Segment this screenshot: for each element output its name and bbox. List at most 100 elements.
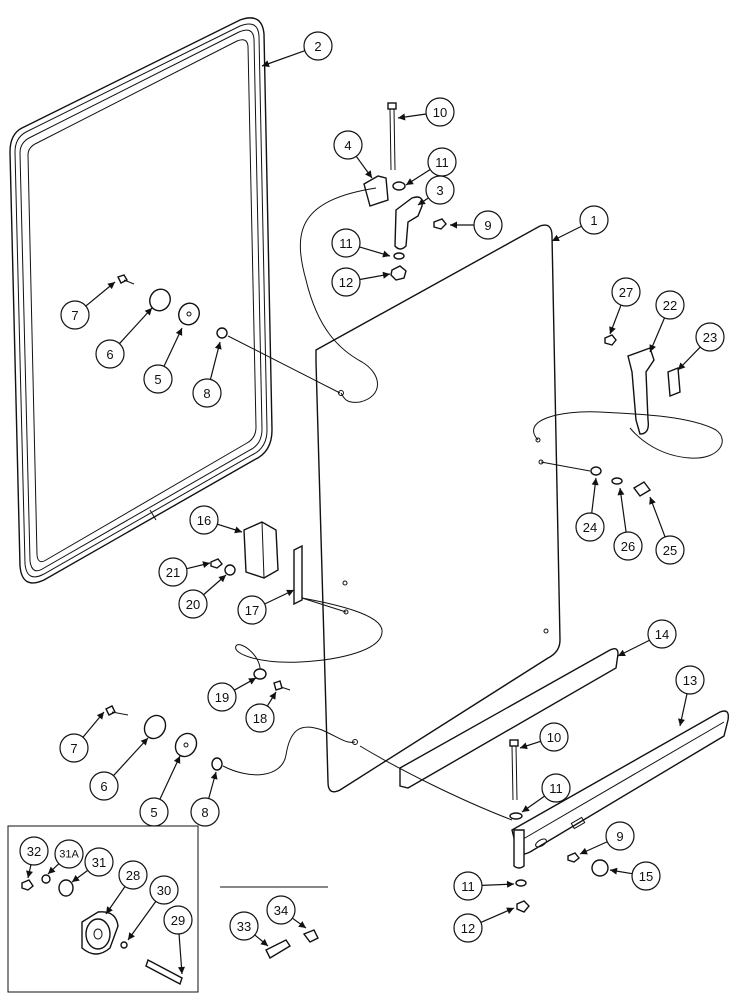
callout-leader xyxy=(619,487,627,533)
callout-arrowhead xyxy=(365,170,372,178)
callout-circle xyxy=(189,505,219,535)
callout-label: 11 xyxy=(461,879,475,894)
callout-arrowhead xyxy=(617,488,625,496)
callout-leader xyxy=(159,755,181,800)
callout-arrowhead xyxy=(262,60,270,67)
callout-label: 25 xyxy=(663,543,677,558)
callout-label: 29 xyxy=(171,913,185,928)
bolt-29 xyxy=(145,958,183,986)
callout-arrowhead xyxy=(144,308,152,316)
callout-arrowhead xyxy=(48,866,56,874)
callout-c15: 15 xyxy=(609,861,661,891)
callout-circle xyxy=(473,210,503,240)
callout-c24: 24 xyxy=(575,477,605,542)
washer-11-bottom xyxy=(515,879,527,887)
callout-circle xyxy=(54,839,84,869)
callout-label: 31A xyxy=(59,849,79,861)
callout-circle xyxy=(60,300,90,330)
callout-c34: 34 xyxy=(266,895,307,929)
callout-label: 7 xyxy=(70,741,77,756)
callout-arrowhead xyxy=(649,344,656,352)
callout-label: 30 xyxy=(157,883,171,898)
callout-arrowhead xyxy=(234,526,242,534)
callout-circle xyxy=(149,875,179,905)
callout-arrowhead xyxy=(406,178,414,185)
callout-label: 8 xyxy=(201,805,208,820)
callout-c11c: 11 xyxy=(521,773,571,813)
callout-arrowhead xyxy=(450,221,457,229)
callout-c9a: 9 xyxy=(450,210,503,240)
callout-circle xyxy=(541,773,571,803)
nut-9-top xyxy=(433,218,447,230)
callout-c8a: 8 xyxy=(192,341,222,408)
hinge-plate-4 xyxy=(363,175,389,207)
callout-label: 32 xyxy=(27,844,41,859)
callout-label: 11 xyxy=(435,155,449,170)
callout-arrowhead xyxy=(618,649,626,656)
callout-label: 26 xyxy=(621,539,635,554)
callout-arrowhead xyxy=(678,718,685,726)
callout-label: 12 xyxy=(339,275,353,290)
washer-6-upper xyxy=(149,288,171,312)
glass-door-panel xyxy=(315,224,561,793)
callout-arrowhead xyxy=(522,805,530,812)
callout-circle xyxy=(575,512,605,542)
callout-arrowhead xyxy=(269,692,276,700)
callout-arrowhead xyxy=(418,198,426,205)
callout-c7a: 7 xyxy=(60,281,116,330)
callout-circle xyxy=(59,733,89,763)
callout-arrowhead xyxy=(72,875,80,882)
callout-circle xyxy=(143,364,173,394)
callout-circle xyxy=(192,378,222,408)
callout-c31A: 31A xyxy=(47,839,84,875)
callout-arrowhead xyxy=(649,497,656,505)
callout-leader xyxy=(261,50,306,67)
bolt-25 xyxy=(632,481,652,497)
callout-label: 21 xyxy=(166,565,180,580)
callout-c7b: 7 xyxy=(59,711,105,763)
callout-circle xyxy=(245,703,275,733)
callout-c18: 18 xyxy=(245,691,277,733)
nut-32 xyxy=(21,879,34,891)
callout-c8b: 8 xyxy=(190,771,220,827)
nut-27 xyxy=(604,334,617,346)
callout-label: 6 xyxy=(106,347,113,362)
callout-label: 3 xyxy=(436,183,443,198)
callout-label: 22 xyxy=(663,298,677,313)
callout-c5a: 5 xyxy=(143,327,183,394)
callout-label: 11 xyxy=(339,236,353,251)
callout-arrowhead xyxy=(610,867,618,875)
screw-18 xyxy=(273,680,283,691)
callout-circle xyxy=(331,267,361,297)
callout-arrowhead xyxy=(506,880,514,888)
nut-12-top xyxy=(390,265,407,281)
callout-label: 24 xyxy=(583,520,597,535)
callout-c26: 26 xyxy=(613,487,643,561)
callout-c23: 23 xyxy=(677,322,725,371)
callout-arrowhead xyxy=(506,907,514,915)
callout-c14: 14 xyxy=(617,619,677,657)
callout-label: 9 xyxy=(616,829,623,844)
callout-circle xyxy=(95,339,125,369)
washer-6-lower xyxy=(143,714,167,740)
callout-label: 5 xyxy=(150,805,157,820)
callout-circle xyxy=(331,228,361,258)
callout-c10a: 10 xyxy=(397,97,455,127)
callout-circle xyxy=(19,836,49,866)
callout-label: 5 xyxy=(154,372,161,387)
callout-label: 23 xyxy=(703,330,717,345)
callout-label: 11 xyxy=(549,781,563,796)
callout-c29: 29 xyxy=(163,905,193,975)
callout-c6b: 6 xyxy=(89,737,149,801)
washer-26 xyxy=(611,477,623,485)
window-seal-frame xyxy=(9,17,273,584)
inset-box-roller-kit xyxy=(7,825,199,993)
callout-arrowhead xyxy=(298,921,306,928)
callout-circle xyxy=(163,905,193,935)
callout-circle xyxy=(655,535,685,565)
callout-c4: 4 xyxy=(333,130,373,179)
callout-circle xyxy=(158,557,188,587)
callout-label: 14 xyxy=(655,627,669,642)
washer-11-mid xyxy=(393,252,405,260)
washer-11-low xyxy=(509,812,523,820)
